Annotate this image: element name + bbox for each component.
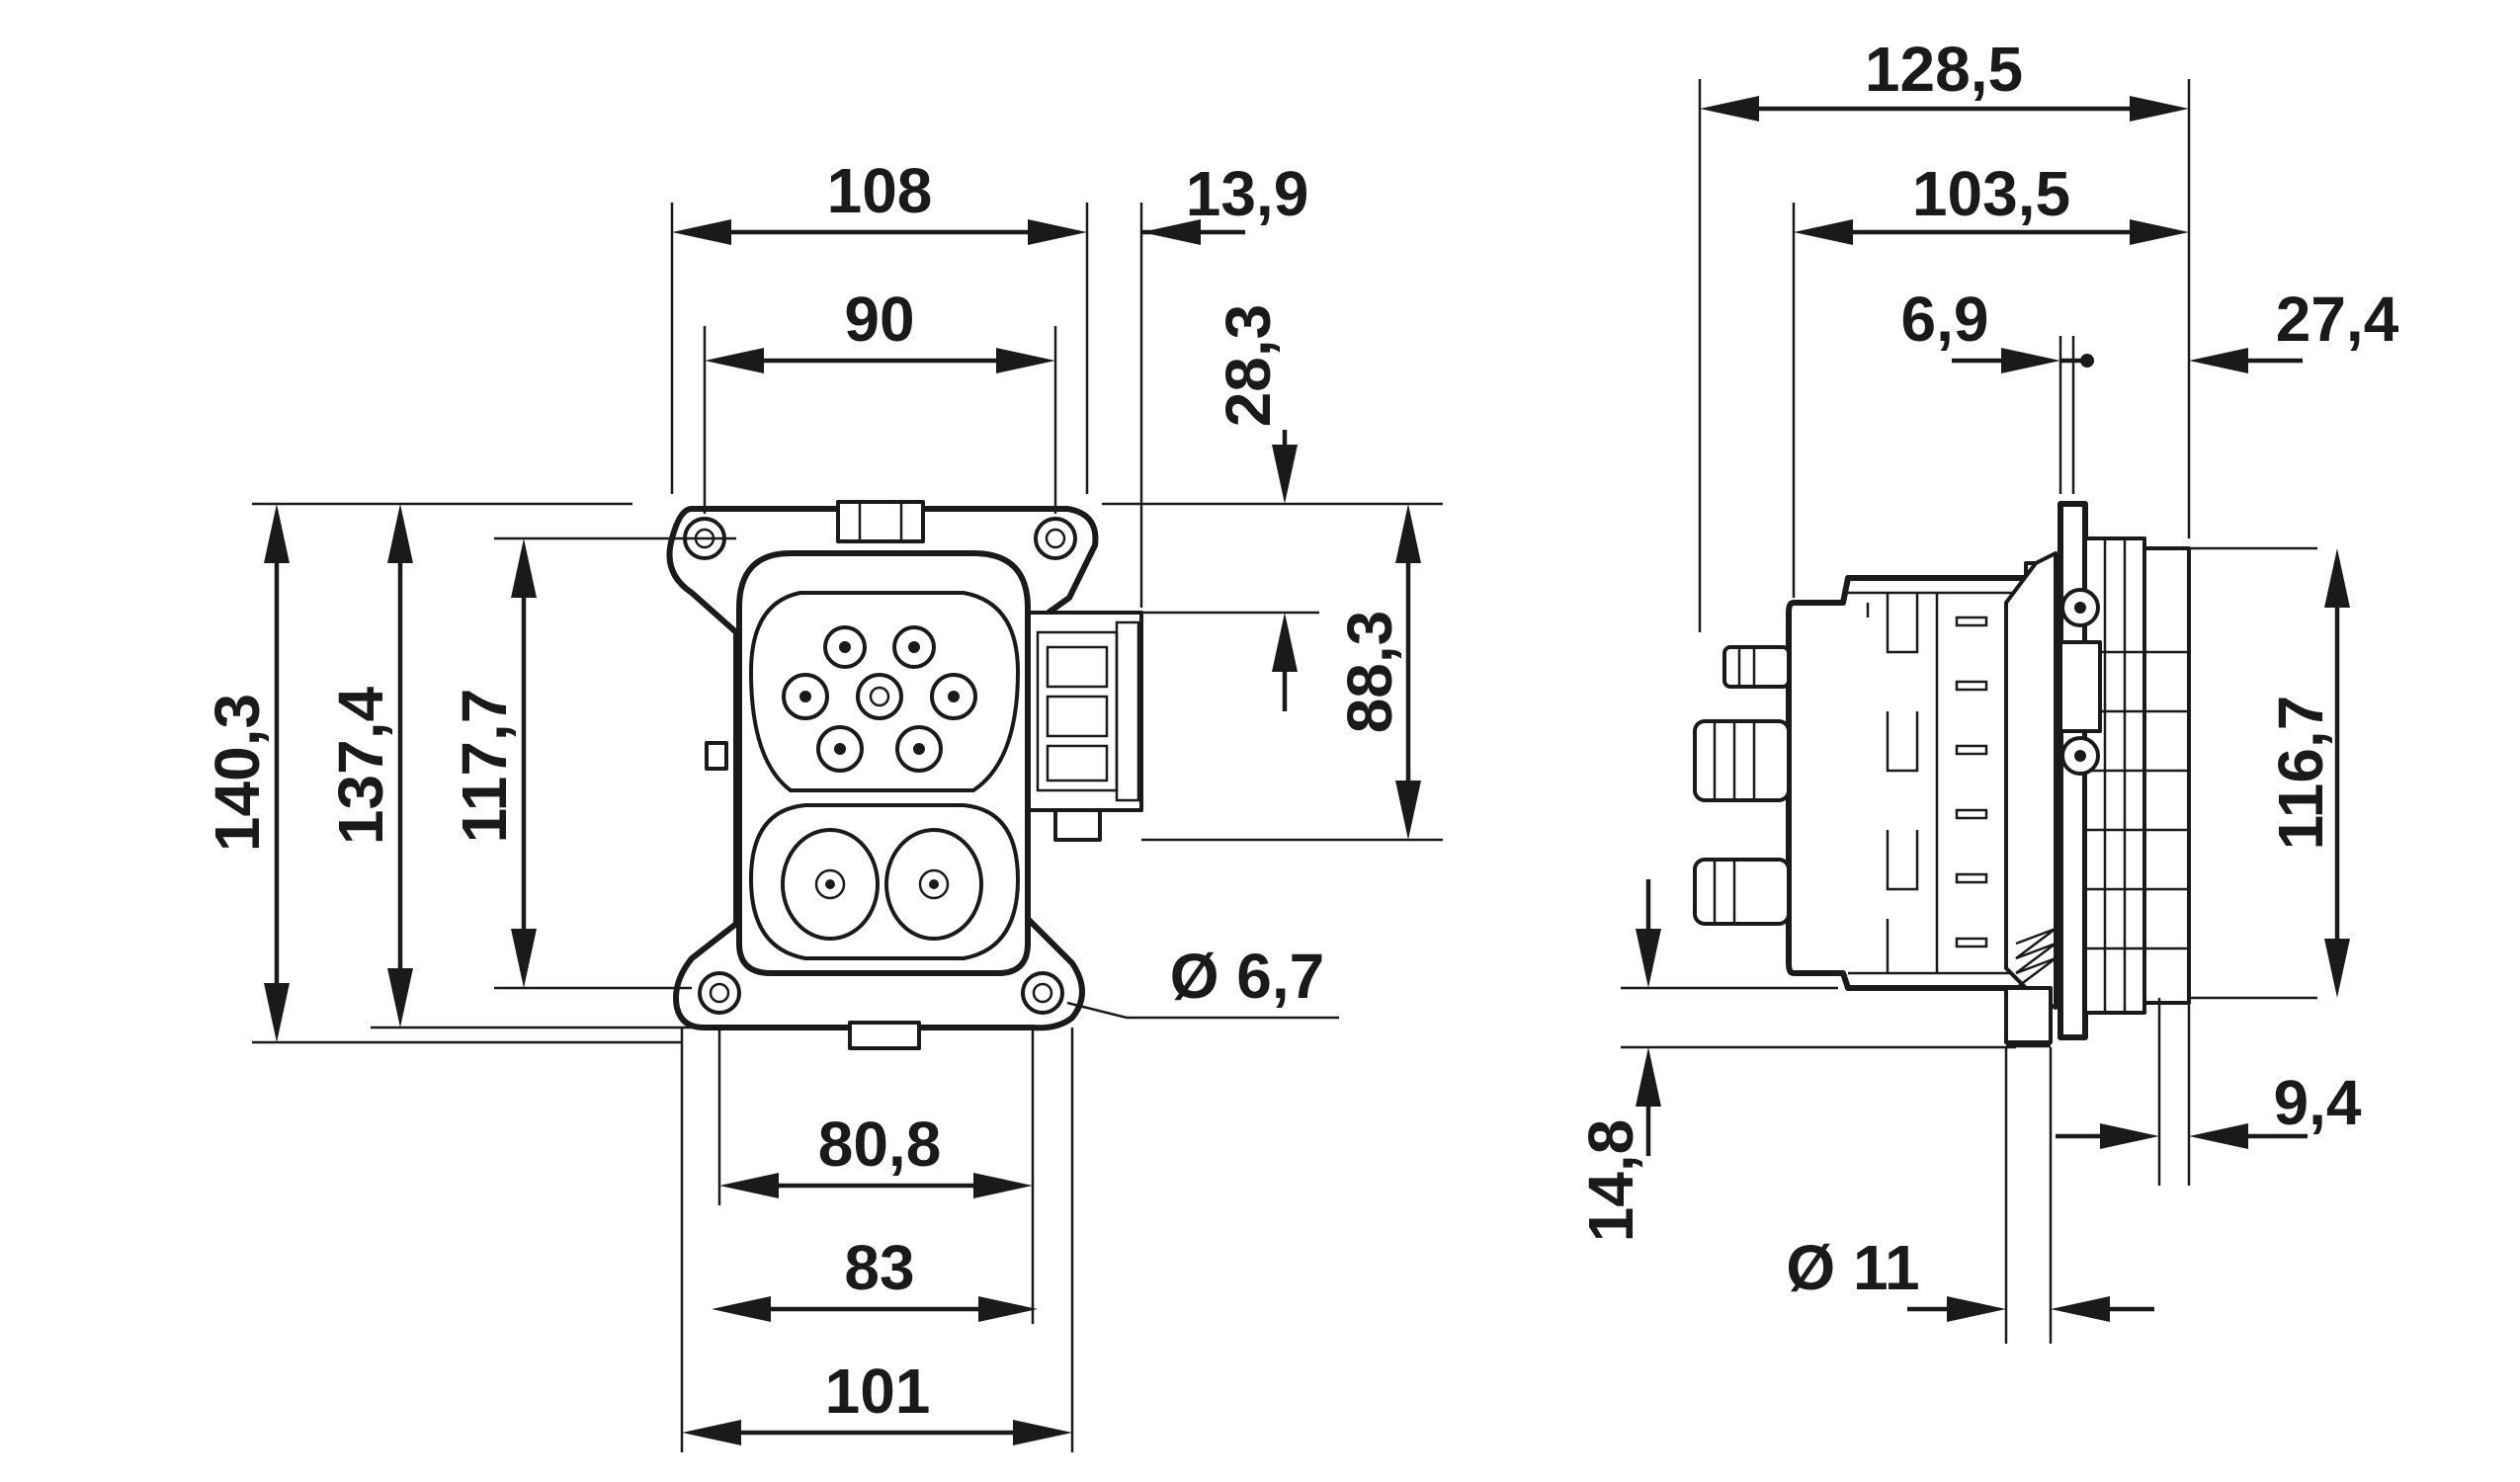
dim-27-4-label: 27,4 [2276, 284, 2399, 355]
front-extension-lines [252, 203, 1443, 1452]
side-view: 128,5 103,5 6,9 27,4 116,7 9,4 14,8 Ø 11 [1575, 34, 2399, 1344]
side-dim-128-5-line [1700, 96, 2189, 122]
side-dim-9-4-line [2056, 1123, 2308, 1149]
side-dim-6-9-line [1952, 348, 2094, 373]
front-dim-80-8-line [719, 1173, 1033, 1198]
front-dim-101-line [682, 1420, 1072, 1445]
side-dim-27-4-line [2189, 348, 2303, 373]
dim-hole-6-7-label: Ø 6,7 [1170, 941, 1325, 1012]
side-body [1786, 575, 2029, 991]
dim-28-3-label: 28,3 [1213, 304, 1284, 428]
front-dim-88-3-line [1395, 504, 1421, 840]
bottom-latch [848, 1021, 921, 1050]
dim-116-7-label: 116,7 [2265, 696, 2336, 851]
front-dim-117-7-line [511, 538, 537, 988]
side-dim-dia-11-line [1907, 1296, 2154, 1322]
dim-140-3-label: 140,3 [202, 694, 273, 852]
dim-117-7-label: 117,7 [449, 689, 520, 844]
front-view: 108 13,9 90 28,3 88,3 140,3 137,4 117,7 … [202, 155, 1443, 1452]
dim-dia-11-label: Ø 11 [1786, 1232, 1919, 1303]
dim-88-3-label: 88,3 [1334, 611, 1405, 734]
top-latch [836, 500, 925, 543]
side-connector-box [1026, 611, 1143, 842]
front-dim-83-line [712, 1296, 1038, 1322]
dim-103-5-label: 103,5 [1912, 158, 2070, 229]
side-dim-116-7-line [2324, 548, 2350, 998]
dc-pins [781, 828, 983, 941]
front-dim-90-line [705, 348, 1055, 373]
ac-pins [782, 625, 977, 773]
dim-80-8-label: 80,8 [818, 1109, 942, 1180]
dim-13-9-label: 13,9 [1186, 158, 1309, 229]
side-ribs [1848, 591, 2016, 975]
dim-9-4-label: 9,4 [2274, 1067, 2362, 1138]
side-dim-103-5-line [1794, 219, 2189, 245]
dim-137-4-label: 137,4 [325, 687, 396, 846]
hose-nipples [1693, 645, 1791, 926]
dim-101-label: 101 [825, 1356, 931, 1427]
dim-6-9-label: 6,9 [1901, 284, 1989, 355]
front-dim-28-3-line [1272, 430, 1298, 711]
dim-14-8-label: 14,8 [1575, 1119, 1646, 1243]
dim-128-5-label: 128,5 [1865, 34, 2023, 105]
front-dim-13-9-line [1141, 219, 1245, 245]
side-flange [2004, 501, 2191, 1048]
dim-108-label: 108 [827, 155, 933, 226]
left-side-tab [705, 741, 728, 771]
side-dim-14-8-line [1636, 879, 1661, 1156]
front-dim-108-line [672, 219, 1087, 245]
dim-83-label: 83 [844, 1232, 914, 1303]
dim-90-label: 90 [844, 284, 914, 355]
front-dim-140-3-line [264, 504, 290, 1042]
side-extension-lines [1621, 79, 2317, 1344]
front-dim-137-4-line [387, 504, 413, 1028]
